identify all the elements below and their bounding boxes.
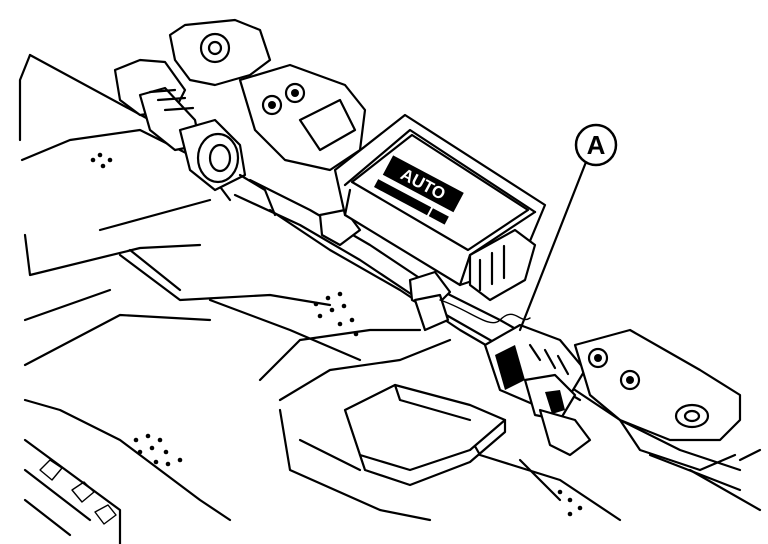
callout-a: A: [518, 123, 618, 332]
callout-label: A: [587, 130, 606, 160]
harness-connector: [483, 323, 592, 457]
hose-bracket-left: [113, 18, 277, 217]
floor-dimples: [90, 152, 583, 517]
rail-bracket-right: [573, 328, 742, 472]
seat-mount-pad: [343, 383, 507, 487]
floor-panel: [18, 53, 762, 522]
control-module: AUTO: [333, 113, 547, 302]
vent-grille: [23, 438, 122, 544]
module-label-plate: [382, 155, 464, 213]
callout-leader-line: [518, 160, 588, 332]
rail-bracket-upper: [238, 63, 367, 172]
callout-circle: [574, 123, 618, 167]
